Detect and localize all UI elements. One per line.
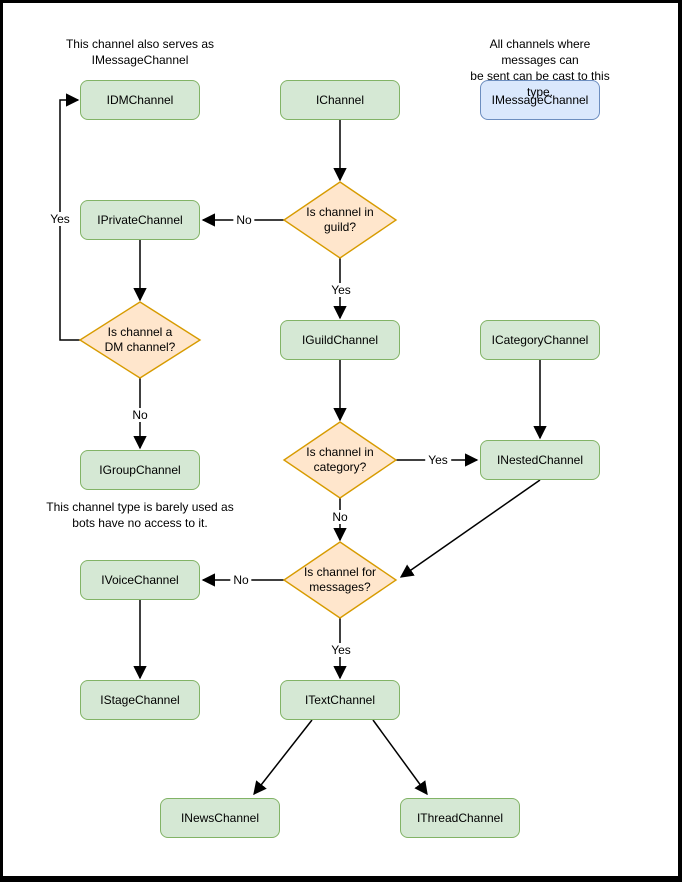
edge-label-dm-yes: Yes (47, 212, 73, 226)
note-dm-channel: This channel also serves as IMessageChan… (65, 37, 215, 67)
edge-label-category-yes: Yes (425, 453, 451, 467)
edge-label-dm-no: No (129, 408, 151, 422)
node-inestedchannel: INestedChannel (480, 440, 600, 480)
decision-label-for-messages: Is channel for messages? (303, 565, 377, 594)
edge-itextchannel-to-inewschannel (253, 719, 313, 796)
decision-diamond-is-dm (78, 301, 202, 379)
node-ichannel: IChannel (280, 80, 400, 120)
node-iprivatechannel: IPrivateChannel (80, 200, 200, 240)
node-idmchannel: IDMChannel (80, 80, 200, 120)
decision-diamond-for-messages (282, 541, 398, 619)
decision-label-in-category: Is channel in category? (306, 445, 374, 474)
edge-label-messages-no: No (230, 573, 252, 587)
node-iguildchannel: IGuildChannel (280, 320, 400, 360)
node-ithreadchannel: IThreadChannel (400, 798, 520, 838)
edge-label-guild-no: No (233, 213, 255, 227)
edge-inestedchannel-to-messages-decision (399, 479, 541, 578)
node-igroupchannel: IGroupChannel (80, 450, 200, 490)
node-istagechannel: IStageChannel (80, 680, 200, 720)
decision-label-is-dm: Is channel a DM channel? (104, 325, 176, 354)
note-message-channel: All channels where messages can be sent … (470, 37, 610, 99)
note-group-channel: This channel type is barely used as bots… (46, 500, 234, 530)
edge-label-guild-yes: Yes (328, 283, 354, 297)
node-ivoicechannel: IVoiceChannel (80, 560, 200, 600)
node-inewschannel: INewsChannel (160, 798, 280, 838)
node-icategorychannel: ICategoryChannel (480, 320, 600, 360)
decision-diamond-in-category (282, 421, 398, 499)
node-itextchannel: ITextChannel (280, 680, 400, 720)
edge-itextchannel-to-ithreadchannel (372, 719, 428, 796)
edge-label-messages-yes: Yes (328, 643, 354, 657)
node-imessagechannel: IMessageChannel (480, 80, 600, 120)
decision-diamond-in-guild (282, 181, 398, 259)
edge-label-category-no: No (329, 510, 351, 524)
decision-label-in-guild: Is channel in guild? (306, 205, 374, 234)
